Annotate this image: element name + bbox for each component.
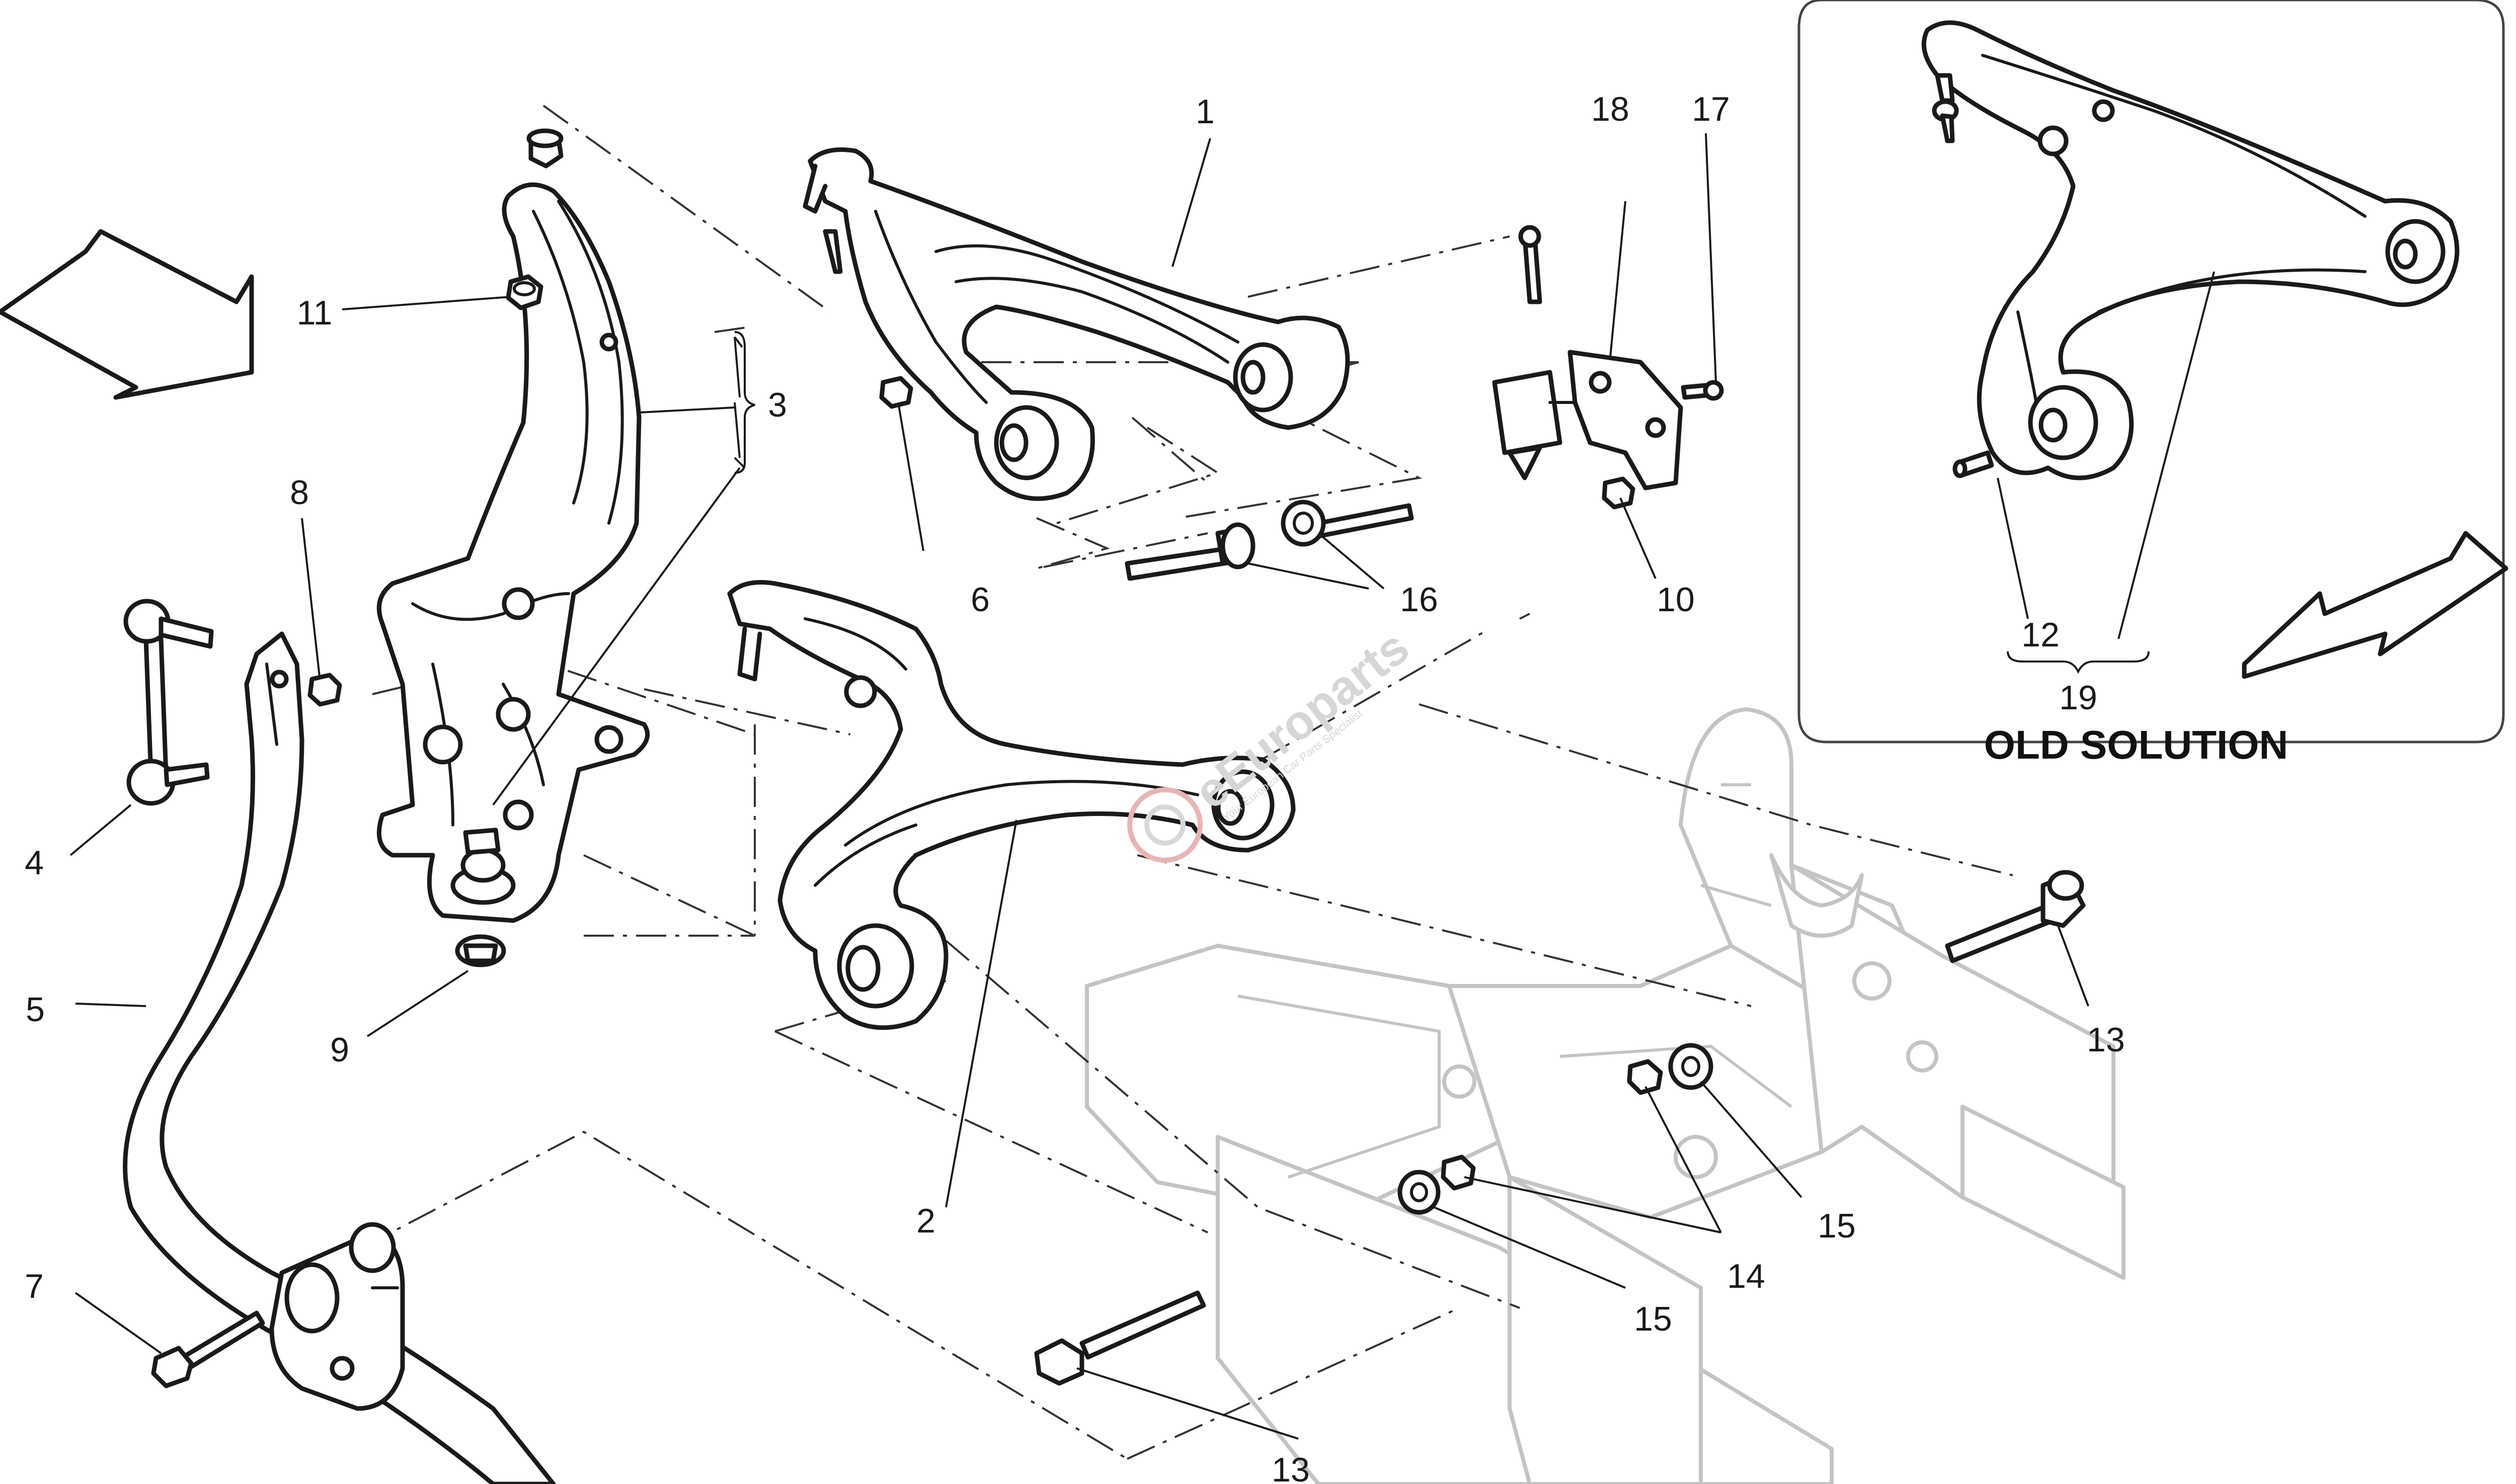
bracket-3 [734,331,755,474]
part-bolt-13-lower [1034,1290,1206,1386]
subframe [1085,707,2126,1484]
callout-13-lower: 13 [1272,1451,1310,1484]
part-bolt-7 [151,1310,265,1388]
callout-4: 4 [25,844,44,882]
part-bushing-9 [455,828,506,967]
callout-13-right: 13 [2087,1021,2125,1059]
part-top-cap [526,128,564,169]
callout-12: 12 [2021,616,2060,654]
callout-15-lower: 15 [1634,1300,1672,1338]
callout-8: 8 [290,473,309,512]
part-bolt-17 [1681,380,1724,401]
callout-6: 6 [971,581,990,619]
callout-numbers: 1 2 3 4 5 6 7 8 9 10 11 12 13 13 14 15 1… [25,90,2125,1484]
inset-title: OLD SOLUTION [1984,722,2288,767]
callout-1: 1 [1196,93,1215,131]
callout-5: 5 [26,991,45,1029]
part-bolt-13-right [1945,870,2086,963]
part-upper-control-arm [803,147,1350,501]
part-nut-14-lower [1441,1155,1476,1191]
callout-17: 17 [1692,90,1730,128]
part-washer-15-upper [1668,1043,1713,1090]
callout-16: 16 [1400,581,1438,619]
callout-10: 10 [1657,581,1695,619]
callout-19: 19 [2059,679,2097,717]
part-nut-6 [879,376,913,409]
callout-9: 9 [330,1031,349,1069]
callout-18: 18 [1591,90,1629,128]
part-stabilizer-link-4 [123,599,214,806]
callout-14: 14 [1727,1257,1765,1295]
part-height-sensor-18 [1492,225,1683,490]
part-washer-15-lower [1397,1170,1441,1215]
callout-11: 11 [297,294,333,332]
bracket-19 [2007,651,2150,674]
part-steering-knuckle [376,182,650,923]
leader-lines [69,133,2089,1440]
part-nut-8 [307,673,342,707]
direction-arrow-inset [2242,531,2508,679]
part-nut-10 [1602,476,1635,510]
part-bar-clamp [269,1222,405,1411]
direction-arrow-left [0,229,254,400]
part-stabilizer-bar-5 [123,631,556,1484]
part-bolts-16 [1125,500,1414,581]
watermark-brand: eEuroparts [1185,620,1419,819]
part-nut-14-upper [1627,1059,1663,1095]
callout-3: 3 [768,386,787,424]
part-lower-control-arm [727,580,1296,1030]
callout-2: 2 [916,1202,935,1240]
callout-7: 7 [25,1267,44,1305]
inset-old-solution: OLD SOLUTION [1797,0,2508,767]
callout-15-right: 15 [1818,1207,1856,1245]
part-nut-11 [506,274,543,310]
